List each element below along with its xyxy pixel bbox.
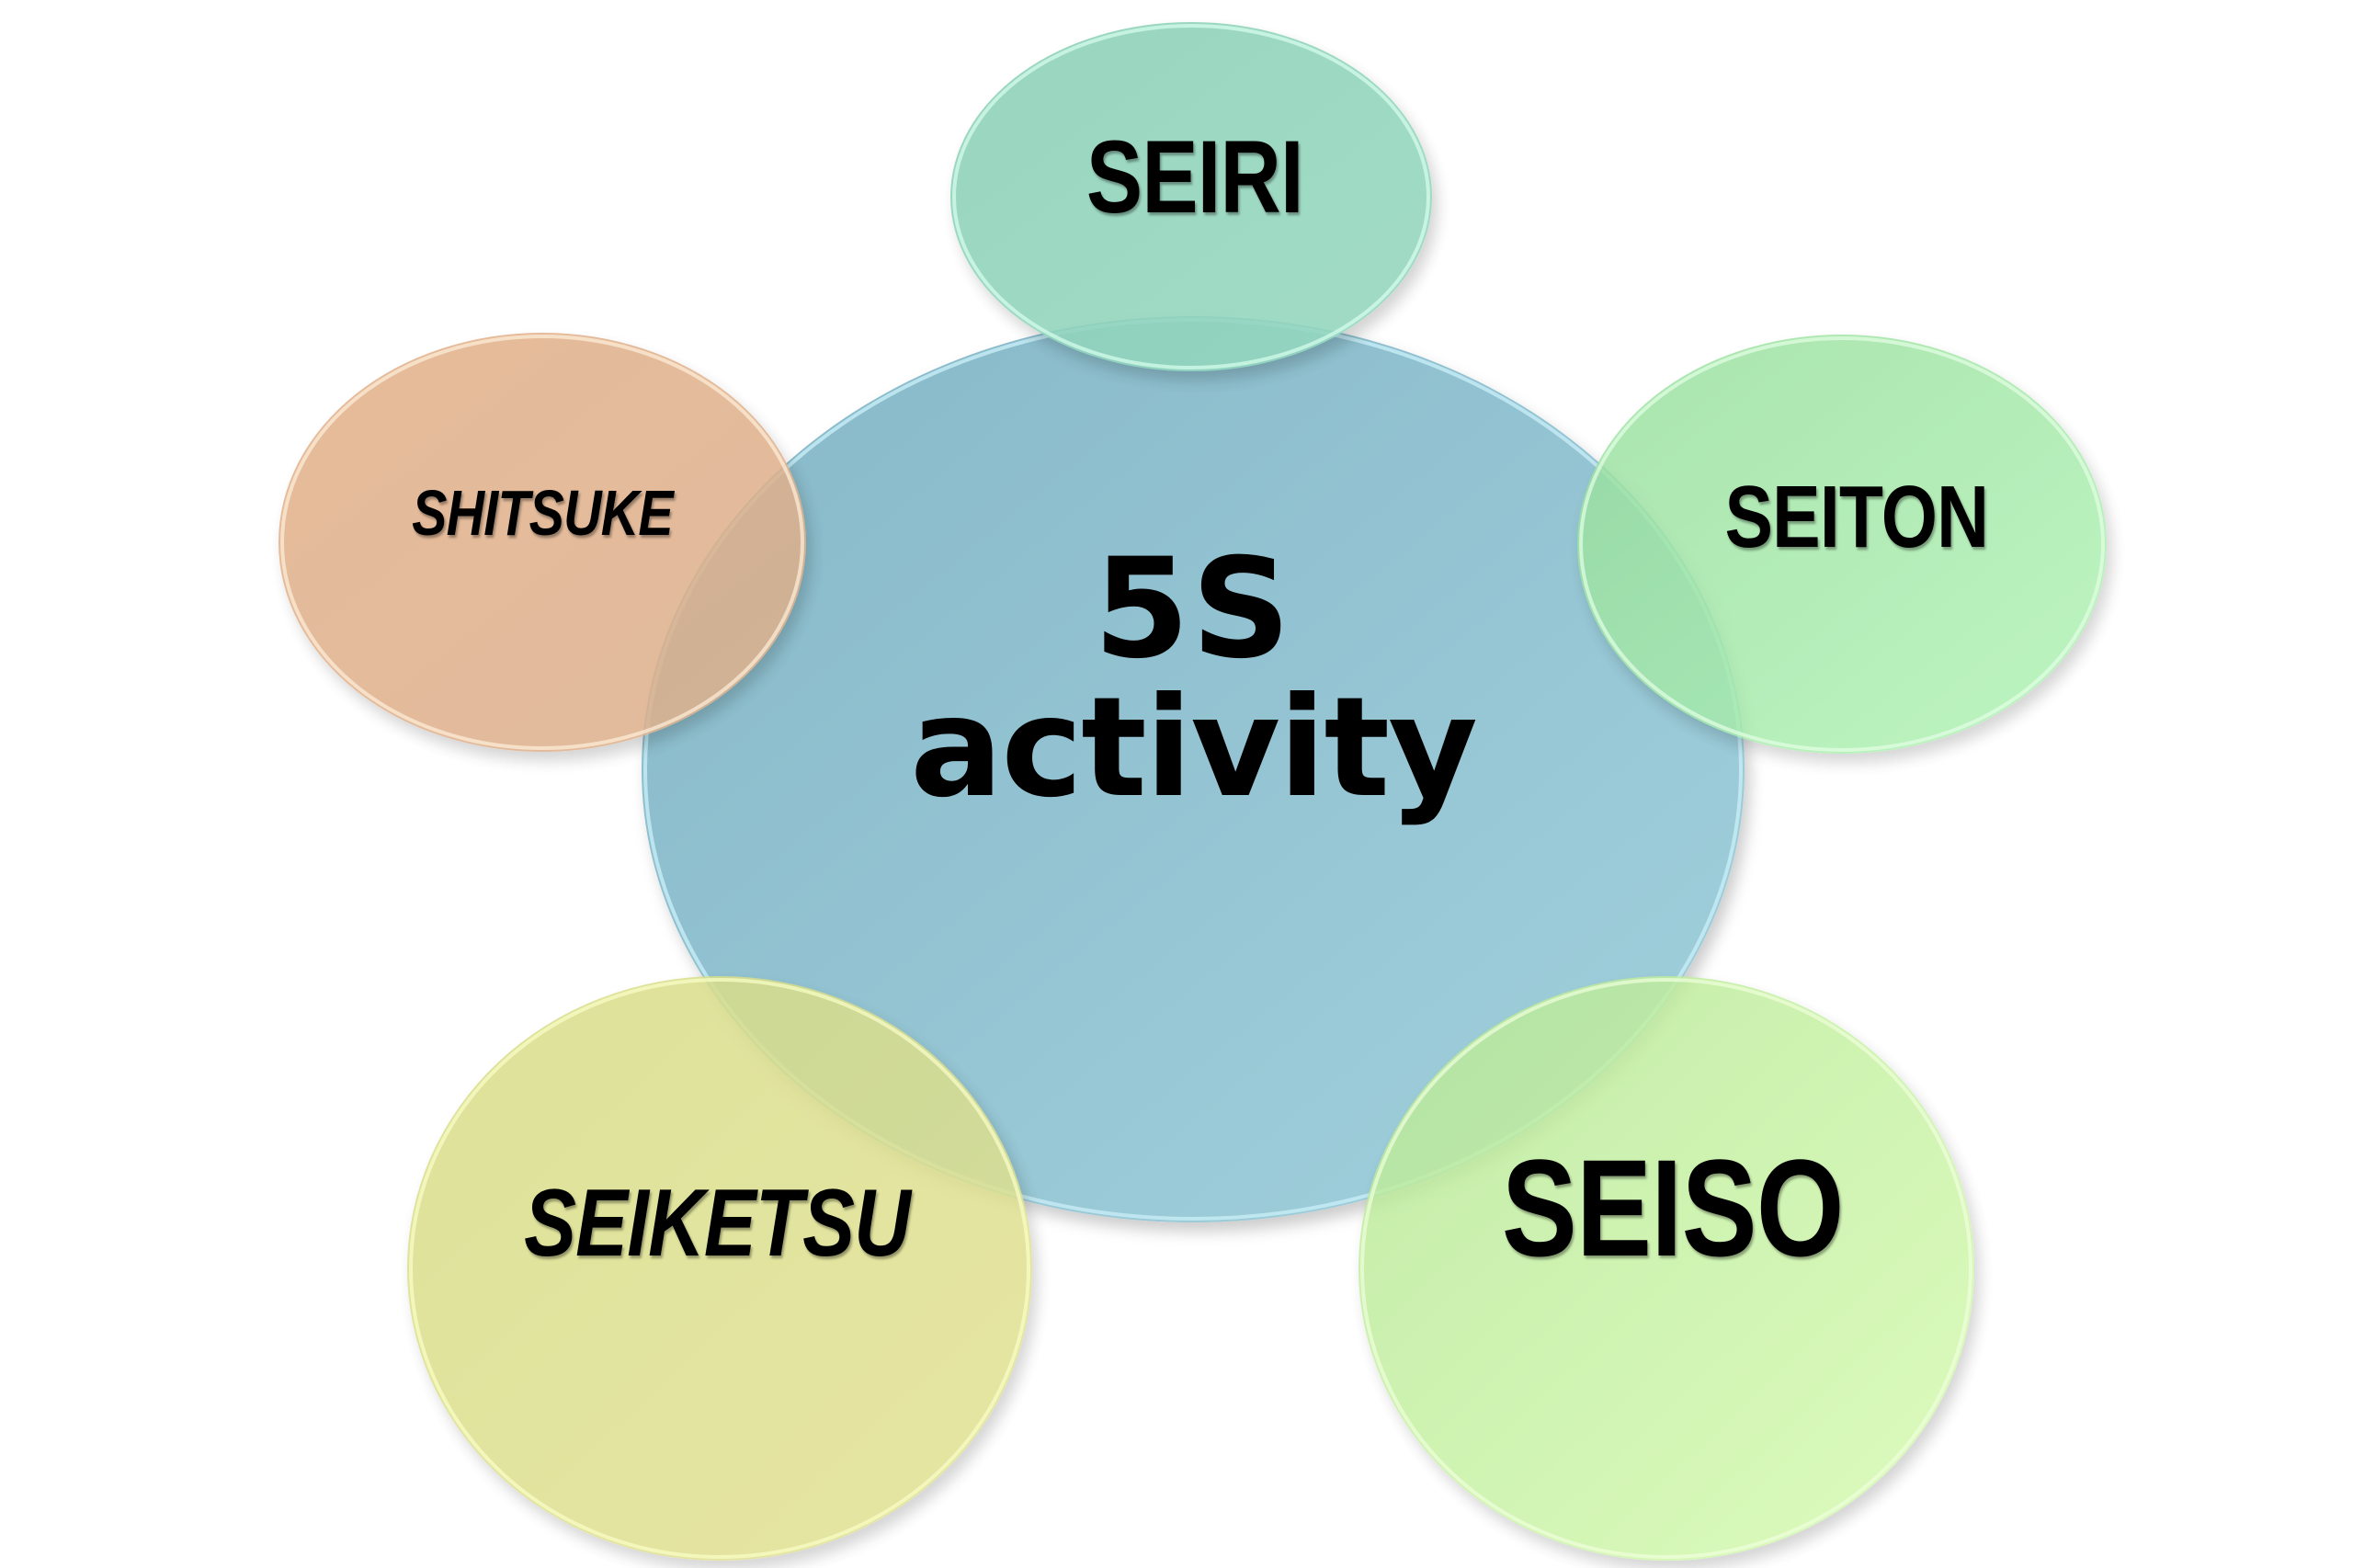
shitsuke-label-wrap: SHITSUKE [276,476,809,550]
shitsuke-label: SHITSUKE [412,477,673,549]
center-label-line1: 5S [1093,529,1293,689]
seiketsu-label: SEIKETSU [524,1170,911,1277]
seiso-label: SEISO [1502,1131,1845,1285]
seiri-circle [950,22,1432,371]
seiso-circle [1358,976,1974,1561]
seiton-label-wrap: SEITON [1618,467,2096,568]
center-label-line2: activity [910,668,1478,828]
seiso-label-wrap: SEISO [1397,1129,1949,1288]
seiketsu-circle [407,976,1032,1561]
shitsuke-circle [278,333,806,752]
seiri-label-wrap: SEIRI [956,118,1434,236]
seiri-label: SEIRI [1086,119,1304,234]
seiton-circle [1577,335,2107,754]
center-label: 5S activity [881,529,1506,828]
seiketsu-label-wrap: SEIKETSU [460,1169,974,1278]
seiton-label: SEITON [1724,468,1990,566]
